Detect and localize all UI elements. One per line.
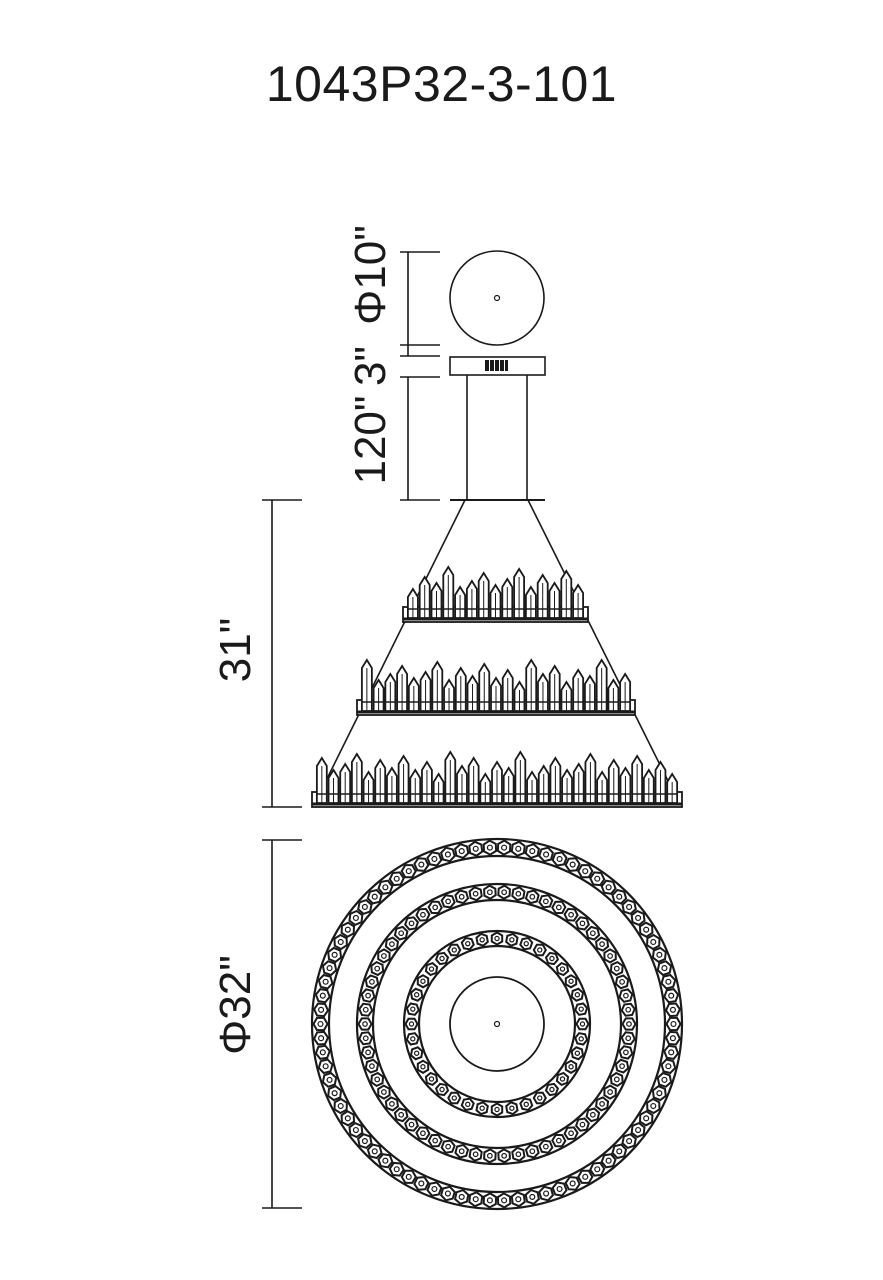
- bottom-view: [310, 837, 684, 1211]
- canopy-center-hole: [493, 294, 501, 302]
- crystal-ring: [355, 882, 639, 1166]
- bottom-center-circle: [449, 976, 545, 1072]
- canopy-top-circle: [449, 250, 545, 346]
- crystal-tiers: [311, 565, 683, 808]
- model-number-title: 1043P32-3-101: [265, 56, 618, 112]
- diameter-dimension-32: [262, 839, 302, 1209]
- height-dimension-31: [262, 499, 302, 808]
- canopy-height-label: 3": [346, 346, 395, 386]
- crystal-tier: [356, 658, 636, 716]
- fixture-diameter-label: Φ32": [211, 955, 260, 1055]
- bottom-center-hole: [493, 1020, 501, 1028]
- fixture-height-label: 31": [211, 618, 260, 683]
- crystal-tier: [311, 750, 683, 808]
- cable-left: [313, 499, 466, 806]
- vertical-dimension-stack: [400, 251, 440, 501]
- canopy-connector: [485, 360, 508, 371]
- cable-length-label: 120": [346, 395, 395, 484]
- cable-right: [527, 499, 681, 806]
- crystal-ring: [310, 837, 684, 1211]
- crystal-tier: [402, 565, 589, 623]
- canopy-plate: [449, 356, 546, 376]
- crystal-ring: [402, 929, 592, 1119]
- canopy-diameter-label: Φ10": [346, 225, 395, 325]
